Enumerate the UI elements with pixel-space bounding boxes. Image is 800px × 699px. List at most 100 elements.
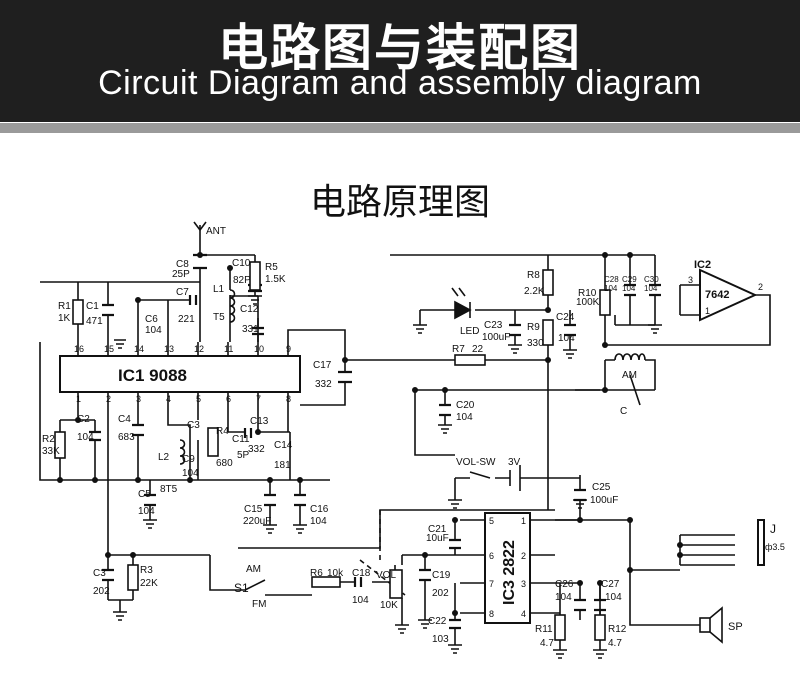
svg-text:15: 15 bbox=[104, 344, 114, 354]
svg-text:C14: C14 bbox=[274, 440, 293, 451]
svg-text:VOL: VOL bbox=[376, 570, 396, 581]
svg-text:R12: R12 bbox=[608, 624, 627, 635]
svg-text:104: 104 bbox=[605, 592, 622, 603]
svg-text:C8: C8 bbox=[176, 259, 189, 270]
svg-text:1.5K: 1.5K bbox=[265, 274, 286, 285]
svg-text:14: 14 bbox=[134, 344, 144, 354]
svg-text:C21: C21 bbox=[428, 524, 447, 535]
svg-text:221: 221 bbox=[178, 314, 195, 325]
svg-text:104: 104 bbox=[456, 412, 473, 423]
header-stripe bbox=[0, 123, 800, 133]
svg-text:1: 1 bbox=[76, 394, 81, 404]
svg-text:R3: R3 bbox=[140, 565, 153, 576]
svg-text:2.2K: 2.2K bbox=[524, 286, 545, 297]
svg-text:6: 6 bbox=[489, 551, 494, 561]
ic1-body bbox=[59, 355, 301, 393]
svg-text:332: 332 bbox=[248, 444, 265, 455]
svg-text:104: 104 bbox=[182, 468, 199, 479]
svg-text:SP: SP bbox=[728, 621, 743, 633]
svg-text:10: 10 bbox=[254, 344, 264, 354]
ground-symbols bbox=[113, 295, 662, 659]
svg-text:R2: R2 bbox=[42, 434, 55, 445]
svg-text:C23: C23 bbox=[484, 320, 503, 331]
svg-text:C9: C9 bbox=[182, 454, 195, 465]
svg-text:3: 3 bbox=[688, 275, 693, 285]
svg-text:22: 22 bbox=[472, 344, 484, 355]
svg-text:104: 104 bbox=[145, 325, 162, 336]
svg-text:33K: 33K bbox=[42, 446, 60, 457]
svg-text:C25: C25 bbox=[592, 482, 611, 493]
svg-text:12: 12 bbox=[194, 344, 204, 354]
svg-text:25P: 25P bbox=[172, 269, 190, 280]
svg-text:332: 332 bbox=[315, 379, 332, 390]
svg-text:104: 104 bbox=[622, 284, 636, 293]
svg-text:8T5: 8T5 bbox=[160, 484, 178, 495]
svg-text:C6: C6 bbox=[145, 314, 158, 325]
svg-text:AM: AM bbox=[246, 564, 261, 575]
svg-text:R9: R9 bbox=[527, 322, 540, 333]
svg-text:100uF: 100uF bbox=[590, 495, 618, 506]
svg-text:J: J bbox=[770, 522, 776, 536]
svg-text:8: 8 bbox=[286, 394, 291, 404]
svg-text:C30: C30 bbox=[644, 275, 659, 284]
section-title: 电路原理图 bbox=[309, 182, 490, 223]
capacitor-plates bbox=[89, 253, 661, 630]
header-banner: 电路图与装配图 Circuit Diagram and assembly dia… bbox=[0, 0, 800, 122]
svg-text:C17: C17 bbox=[313, 360, 332, 371]
svg-text:104: 104 bbox=[604, 284, 618, 293]
svg-text:R1: R1 bbox=[58, 301, 71, 312]
svg-text:220uF: 220uF bbox=[243, 516, 271, 527]
svg-text:FM: FM bbox=[252, 599, 266, 610]
header-title-en: Circuit Diagram and assembly diagram bbox=[98, 64, 702, 102]
svg-text:IC2: IC2 bbox=[694, 259, 711, 271]
svg-text:10K: 10K bbox=[380, 600, 398, 611]
led-symbol bbox=[451, 287, 472, 320]
svg-text:C7: C7 bbox=[176, 287, 189, 298]
svg-text:C20: C20 bbox=[456, 400, 475, 411]
header-title-cn: 电路图与装配图 bbox=[218, 19, 582, 77]
svg-text:100K: 100K bbox=[576, 297, 600, 308]
svg-text:ф3.5: ф3.5 bbox=[765, 542, 785, 552]
svg-text:L1: L1 bbox=[213, 284, 225, 295]
svg-text:100uF: 100uF bbox=[482, 332, 510, 343]
svg-text:104: 104 bbox=[310, 516, 327, 527]
svg-text:C4: C4 bbox=[118, 414, 131, 425]
ic1-pin-numbers: 16 15 14 13 12 11 10 9 1 2 3 4 5 6 7 8 bbox=[74, 344, 291, 404]
svg-text:13: 13 bbox=[164, 344, 174, 354]
svg-text:103: 103 bbox=[432, 634, 449, 645]
svg-text:C2: C2 bbox=[77, 414, 90, 425]
svg-text:10k: 10k bbox=[327, 568, 344, 579]
resistors bbox=[54, 261, 611, 641]
svg-text:C12: C12 bbox=[240, 304, 259, 315]
svg-text:104: 104 bbox=[558, 333, 575, 344]
svg-text:680: 680 bbox=[216, 458, 233, 469]
svg-text:4: 4 bbox=[521, 609, 526, 619]
svg-text:C1: C1 bbox=[86, 301, 99, 312]
svg-text:C16: C16 bbox=[310, 504, 329, 515]
svg-text:104: 104 bbox=[352, 595, 369, 606]
svg-text:C5: C5 bbox=[138, 489, 151, 500]
svg-text:16: 16 bbox=[74, 344, 84, 354]
svg-text:ANT: ANT bbox=[206, 226, 226, 237]
svg-text:104: 104 bbox=[555, 592, 572, 603]
svg-text:683: 683 bbox=[118, 432, 135, 443]
svg-text:C13: C13 bbox=[250, 416, 269, 427]
svg-text:C27: C27 bbox=[601, 579, 620, 590]
svg-text:C28: C28 bbox=[604, 275, 619, 284]
svg-text:C18: C18 bbox=[352, 568, 371, 579]
wires bbox=[39, 225, 771, 650]
svg-text:C15: C15 bbox=[244, 504, 263, 515]
svg-text:2: 2 bbox=[106, 394, 111, 404]
svg-text:C22: C22 bbox=[428, 616, 447, 627]
ic1-label: IC1 9088 bbox=[118, 366, 187, 385]
svg-text:104: 104 bbox=[644, 284, 658, 293]
svg-text:5: 5 bbox=[489, 516, 494, 526]
svg-text:R6: R6 bbox=[310, 568, 323, 579]
svg-text:7642: 7642 bbox=[705, 289, 729, 301]
svg-text:1K: 1K bbox=[58, 313, 71, 324]
svg-text:5: 5 bbox=[196, 394, 201, 404]
svg-text:2: 2 bbox=[521, 551, 526, 561]
svg-text:C19: C19 bbox=[432, 570, 451, 581]
